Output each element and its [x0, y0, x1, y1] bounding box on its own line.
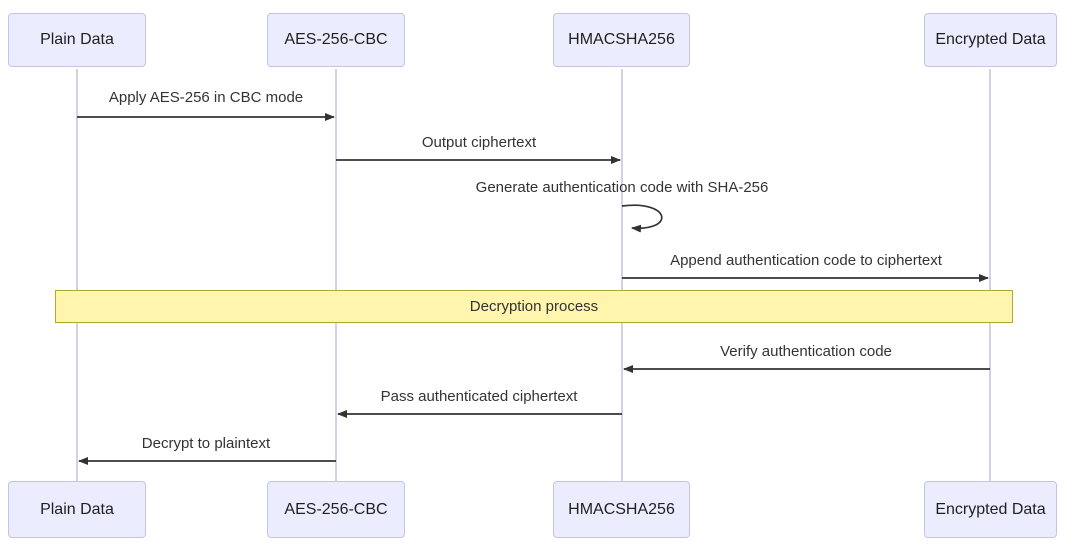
- message-label-pass-cipher: Pass authenticated ciphertext: [380, 388, 578, 405]
- message-label-verify-auth: Verify authentication code: [720, 343, 892, 360]
- actor-encrypted-data-bottom: Encrypted Data: [924, 481, 1057, 538]
- message-label-append-auth: Append authentication code to ciphertext: [670, 252, 942, 269]
- actor-aes-256-cbc-bottom: AES-256-CBC: [267, 481, 405, 538]
- message-label-decrypt: Decrypt to plaintext: [141, 435, 271, 452]
- actor-plain-data-top: Plain Data: [8, 13, 146, 67]
- actor-plain-data-bottom: Plain Data: [8, 481, 146, 538]
- message-label-output-cipher: Output ciphertext: [421, 134, 537, 151]
- message-label-generate-auth: Generate authentication code with SHA-25…: [475, 179, 769, 196]
- actor-encrypted-data-top: Encrypted Data: [924, 13, 1057, 67]
- actor-hmacsha256-top: HMACSHA256: [553, 13, 690, 67]
- note-decryption-process: Decryption process: [55, 290, 1013, 323]
- message-label-apply-aes: Apply AES-256 in CBC mode: [108, 89, 304, 106]
- arrow-self-loop: [621, 204, 663, 233]
- actor-aes-256-cbc-top: AES-256-CBC: [267, 13, 405, 67]
- actor-hmacsha256-bottom: HMACSHA256: [553, 481, 690, 538]
